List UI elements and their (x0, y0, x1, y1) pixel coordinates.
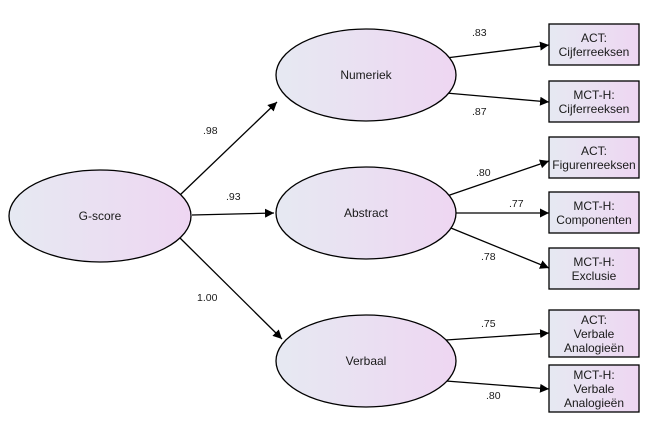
observed-act-verbale-line2: Verbale (574, 327, 615, 341)
coef-numeriek-mct-cijfer: .87 (472, 106, 487, 118)
coef-g-numeriek: .98 (203, 125, 218, 137)
observed-mct-componenten: MCT-H: Componenten (548, 191, 640, 234)
observed-mct-exclusie: MCT-H: Exclusie (548, 247, 640, 290)
coef-verbaal-act-verbale: .75 (481, 318, 496, 330)
path-g-abstract (191, 208, 275, 218)
observed-act-cijferreeksen-line1: ACT: (581, 31, 607, 45)
observed-mct-verbale-line2: Verbale (574, 382, 615, 396)
observed-mct-exclusie-line1: MCT-H: (573, 255, 614, 269)
latent-numeriek-label: Numeriek (340, 68, 392, 82)
observed-act-verbale-line1: ACT: (581, 313, 607, 327)
observed-act-figurenreeksen-line2: Figurenreeksen (552, 158, 635, 172)
path-g-numeriek (179, 101, 278, 196)
latent-numeriek: Numeriek (275, 28, 457, 122)
observed-mct-componenten-line2: Componenten (556, 213, 631, 227)
path-verbaal-act-verbale (445, 329, 550, 341)
observed-mct-verbale-line1: MCT-H: (573, 368, 614, 382)
coef-g-abstract: .93 (226, 191, 241, 203)
observed-mct-exclusie-line2: Exclusie (572, 269, 617, 283)
coef-abstract-mct-componenten: .77 (509, 198, 524, 210)
coef-abstract-act-figuren: .80 (476, 167, 491, 179)
observed-mct-verbale-analogieen: MCT-H: Verbale Analogieën (548, 364, 640, 413)
path-numeriek-mct-cijfer (445, 92, 550, 106)
latent-abstract: Abstract (275, 166, 457, 260)
observed-act-cijferreeksen: ACT: Cijferreeksen (548, 23, 640, 66)
observed-mct-cijferreeksen: MCT-H: Cijferreeksen (548, 80, 640, 123)
observed-act-verbale-line3: Analogieën (564, 341, 624, 355)
coef-abstract-mct-exclusie: .78 (481, 251, 496, 263)
observed-mct-verbale-line3: Analogieën (564, 396, 624, 410)
path-numeriek-act-cijfer (445, 41, 550, 59)
observed-act-verbale-analogieen: ACT: Verbale Analogieën (548, 309, 640, 358)
latent-g-score-label: G-score (79, 209, 122, 223)
coef-g-verbaal: 1.00 (197, 292, 218, 304)
path-g-verbaal (179, 237, 283, 340)
latent-g-score: G-score (8, 169, 192, 263)
coef-numeriek-act-cijfer: .83 (472, 27, 487, 39)
latent-abstract-label: Abstract (344, 206, 389, 220)
observed-act-cijferreeksen-line2: Cijferreeksen (559, 45, 630, 59)
observed-act-figurenreeksen-line1: ACT: (581, 144, 607, 158)
path-verbaal-mct-verbale (445, 380, 550, 393)
path-abstract-mct-exclusie (445, 225, 550, 269)
coef-verbaal-mct-verbale: .80 (486, 390, 501, 402)
latent-verbaal: Verbaal (275, 314, 457, 408)
observed-mct-cijferreeksen-line1: MCT-H: (573, 88, 614, 102)
observed-mct-componenten-line1: MCT-H: (573, 199, 614, 213)
observed-mct-cijferreeksen-line2: Cijferreeksen (559, 102, 630, 116)
latent-verbaal-label: Verbaal (346, 354, 387, 368)
path-abstract-act-figuren (443, 159, 550, 198)
observed-act-figurenreeksen: ACT: Figurenreeksen (548, 136, 640, 179)
